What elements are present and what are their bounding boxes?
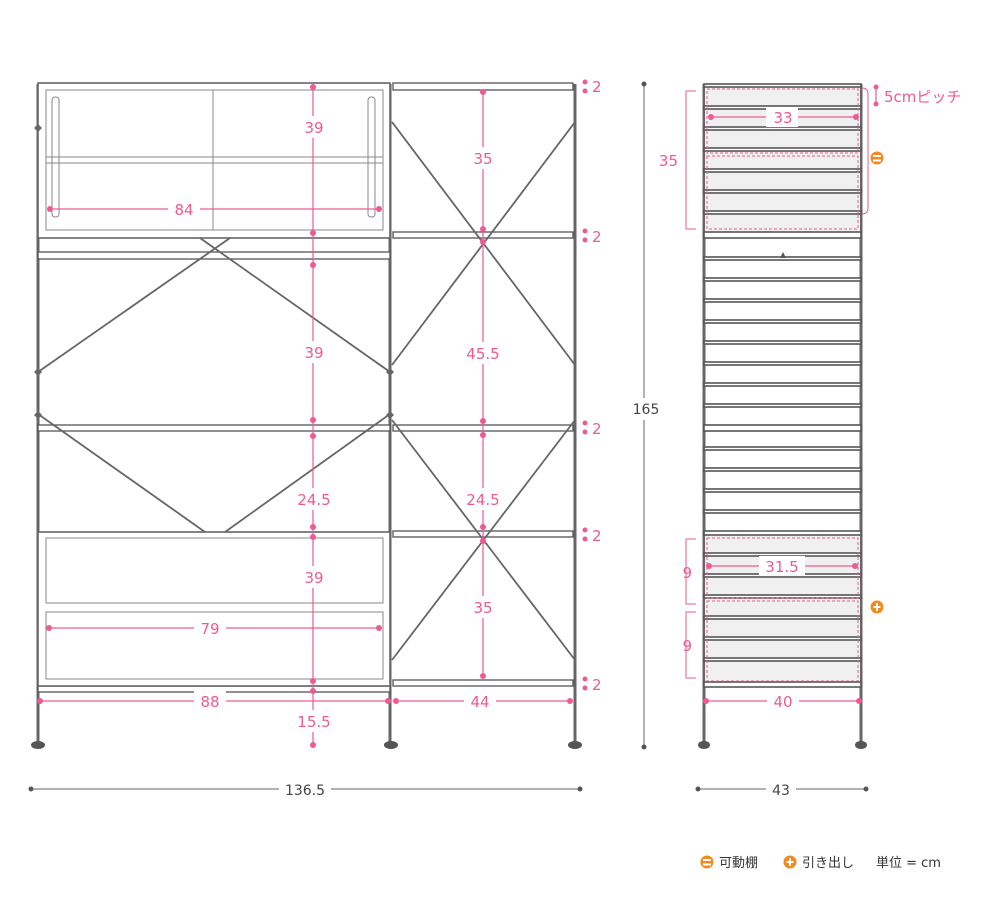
cross-brace	[224, 413, 391, 533]
cross-brace	[37, 237, 231, 373]
drawer	[45, 611, 384, 680]
left-height-4: 39	[304, 569, 323, 587]
shelf-thickness-5: 2	[592, 676, 602, 694]
movable-range-bracket	[861, 87, 869, 215]
right-height-4: 35	[473, 599, 492, 617]
drawer-icon	[783, 855, 797, 869]
legend-movable-shelf: 可動棚	[719, 856, 758, 871]
drawer-bracket	[685, 538, 696, 605]
right-height-2: 45.5	[466, 345, 499, 363]
shelf-thickness-marks: 2 2 2 2 2	[582, 78, 602, 694]
shelf-thickness-3: 2	[592, 420, 602, 438]
foot	[855, 741, 867, 749]
overall-height: 165	[633, 402, 660, 418]
side-slats	[703, 83, 862, 688]
left-height-3: 24.5	[297, 491, 330, 509]
overall-depth: 43	[772, 783, 790, 799]
shelf	[392, 82, 574, 91]
top-box	[37, 82, 391, 239]
right-height-1: 35	[473, 150, 492, 168]
legend-unit: 単位 = cm	[876, 855, 941, 871]
side-upper-height: 35	[659, 152, 678, 170]
left-height-5: 15.5	[297, 713, 330, 731]
side-lower-width: 31.5	[765, 558, 798, 576]
right-section-width: 44	[470, 693, 489, 711]
left-section-width: 88	[200, 693, 219, 711]
overall-dimensions: 136.5 165 43	[28, 81, 869, 799]
side-inner-width: 40	[773, 693, 792, 711]
shelf-thickness-1: 2	[592, 78, 602, 96]
foot	[31, 741, 45, 749]
shelf	[37, 251, 391, 260]
hook-mark	[780, 252, 786, 258]
side-upper-width: 33	[773, 109, 792, 127]
legend-drawer: 引き出し	[802, 856, 854, 871]
upper-bracket	[685, 90, 696, 230]
shelf	[392, 679, 574, 687]
legend: 可動棚 引き出し 単位 = cm	[700, 855, 941, 871]
movable-shelf-zone	[706, 88, 859, 154]
cross-brace	[199, 237, 391, 373]
pitch-label: 5cmピッチ	[884, 88, 961, 106]
movable-shelf-zone	[706, 155, 859, 230]
drawer-box	[37, 531, 391, 687]
top-box-width: 84	[174, 201, 193, 219]
front-dimensions: 39 39 24.5 39 15.5 35 45.5 24.5 35 84	[37, 78, 602, 748]
drawer-bracket	[685, 611, 696, 679]
movable-shelf-icon	[870, 151, 884, 165]
left-height-1: 39	[304, 119, 323, 137]
right-height-3: 24.5	[466, 491, 499, 509]
foot	[384, 741, 398, 749]
front-left-section	[31, 82, 582, 749]
drawer-width: 79	[200, 620, 219, 638]
box-handle	[51, 96, 60, 218]
shelf	[37, 424, 391, 432]
drawer-height-1: 9	[682, 564, 692, 582]
overall-width: 136.5	[285, 783, 325, 799]
drawer-zone	[706, 600, 859, 682]
foot	[568, 741, 582, 749]
box-handle	[367, 96, 376, 218]
cross-brace	[37, 413, 206, 533]
drawer-height-2: 9	[682, 637, 692, 655]
left-height-2: 39	[304, 344, 323, 362]
shelf-thickness-4: 2	[592, 527, 602, 545]
drawer	[45, 537, 384, 604]
movable-shelf-icon	[700, 855, 714, 869]
side-view: 33 31.5 40 35 9 9 5cmピッチ	[659, 83, 961, 749]
foot	[698, 741, 710, 749]
drawer-icon	[870, 600, 884, 614]
top-box-inner	[45, 89, 384, 231]
shelf-thickness-2: 2	[592, 228, 602, 246]
